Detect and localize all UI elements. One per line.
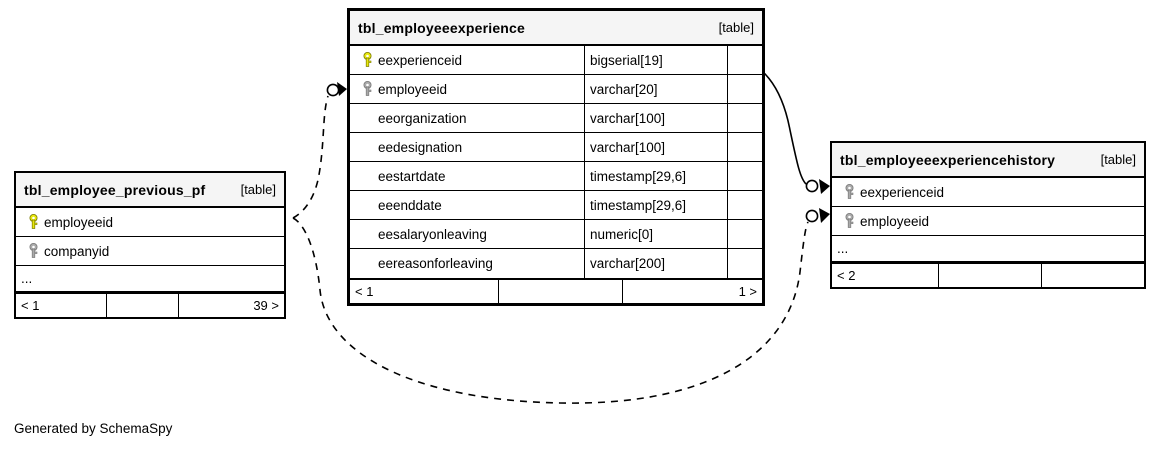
column-cell: eexperienceid — [350, 46, 584, 74]
table-tbl-employeeexperiencehistory[interactable]: tbl_employeeexperiencehistory [table] ee… — [830, 141, 1146, 289]
column-cell: employeeid — [350, 75, 584, 103]
column-name: eeenddate — [378, 197, 442, 213]
table-row[interactable]: employeeid varchar[20] — [350, 75, 762, 104]
table-header: tbl_employeeexperiencehistory [table] — [832, 143, 1144, 178]
more-columns-indicator: ... — [16, 266, 284, 292]
table-tbl-employee-previous-pf[interactable]: tbl_employee_previous_pf [table] employe… — [14, 171, 286, 319]
column-type: varchar[20] — [584, 75, 727, 103]
table-row[interactable]: eesalaryonleaving numeric[0] — [350, 220, 762, 249]
relationship-previous-pf-to-experience — [292, 95, 329, 219]
column-name: eeorganization — [378, 110, 467, 126]
column-pad — [727, 46, 762, 74]
column-cell: employeeid — [832, 207, 1144, 235]
table-type-tag: [table] — [718, 20, 754, 35]
column-cell: eedesignation — [350, 133, 584, 161]
foreign-key-icon — [838, 184, 860, 200]
primary-key-icon — [22, 214, 44, 230]
column-cell: eeorganization — [350, 104, 584, 132]
column-pad — [727, 104, 762, 132]
more-columns-indicator: ... — [832, 236, 1144, 262]
column-name: eereasonforleaving — [378, 256, 493, 271]
column-cell: employeeid — [16, 208, 284, 236]
column-type: bigserial[19] — [584, 46, 727, 74]
column-name: employeeid — [44, 214, 114, 230]
table-title: tbl_employee_previous_pf — [24, 181, 206, 198]
column-cell: eesalaryonleaving — [350, 220, 584, 248]
footer-children-count[interactable]: 1 > — [621, 280, 762, 303]
table-row[interactable]: eedesignation varchar[100] — [350, 133, 762, 162]
ellipsis-label: ... — [837, 241, 849, 256]
table-row[interactable]: eeenddate timestamp[29,6] — [350, 191, 762, 220]
ellipsis-label: ... — [21, 271, 33, 286]
column-name: employeeid — [860, 213, 930, 229]
diagram-caption: Generated by SchemaSpy — [14, 421, 173, 436]
footer-children-count[interactable]: 39 > — [178, 294, 284, 317]
column-type: varchar[200] — [584, 249, 727, 278]
column-name: eedesignation — [378, 139, 463, 155]
column-cell: eereasonforleaving — [350, 249, 584, 278]
table-type-tag: [table] — [240, 182, 276, 197]
column-name: employeeid — [378, 81, 448, 97]
table-footer: < 2 — [832, 262, 1144, 287]
table-row[interactable]: eeorganization varchar[100] — [350, 104, 762, 133]
foreign-key-icon — [838, 213, 860, 229]
column-cell: companyid — [16, 237, 284, 265]
footer-children-count[interactable] — [1041, 264, 1144, 287]
arrowhead-experience-employeeid — [337, 82, 347, 96]
column-pad — [727, 133, 762, 161]
table-row[interactable]: eexperienceid — [832, 178, 1144, 207]
footer-middle — [498, 280, 622, 303]
table-columns: employeeid companyid — [16, 208, 284, 292]
column-cell: eeenddate — [350, 191, 584, 219]
foreign-key-icon — [22, 243, 44, 259]
optional-marker-experience-employeeid — [326, 83, 340, 97]
column-type: varchar[100] — [584, 133, 727, 161]
arrowhead-history-experienceid — [819, 179, 830, 194]
column-cell: eexperienceid — [832, 178, 1144, 206]
primary-key-icon — [356, 52, 378, 68]
column-pad — [727, 162, 762, 190]
table-header: tbl_employee_previous_pf [table] — [16, 173, 284, 208]
footer-middle — [105, 294, 178, 317]
table-footer: < 1 1 > — [350, 278, 762, 303]
table-footer: < 1 39 > — [16, 292, 284, 317]
column-name: eexperienceid — [378, 52, 463, 68]
optional-marker-history-employeeid — [805, 209, 819, 223]
table-row[interactable]: eereasonforleaving varchar[200] — [350, 249, 762, 278]
footer-parents-count[interactable]: < 1 — [21, 298, 40, 313]
column-cell: eestartdate — [350, 162, 584, 190]
footer-middle — [938, 264, 1041, 287]
column-name: eexperienceid — [860, 184, 945, 200]
table-columns: eexperienceid bigserial[19] empl — [350, 46, 762, 278]
table-title: tbl_employeeexperiencehistory — [840, 151, 1056, 168]
column-name: eestartdate — [378, 168, 446, 184]
table-columns: eexperienceid employeeid — [832, 178, 1144, 262]
footer-parents-count[interactable]: < 2 — [837, 268, 856, 283]
column-type: timestamp[29,6] — [584, 162, 727, 190]
column-type: numeric[0] — [584, 220, 727, 248]
table-title: tbl_employeeexperience — [358, 19, 526, 36]
table-row[interactable]: employeeid — [832, 207, 1144, 236]
column-pad — [727, 220, 762, 248]
arrowhead-history-employeeid — [819, 208, 830, 223]
column-pad — [727, 191, 762, 219]
column-name: companyid — [44, 243, 110, 259]
table-row[interactable]: employeeid — [16, 208, 284, 237]
table-header: tbl_employeeexperience [table] — [350, 11, 762, 46]
column-name: eesalaryonleaving — [378, 226, 487, 242]
column-pad — [727, 75, 762, 103]
table-row[interactable]: companyid — [16, 237, 284, 266]
column-pad — [727, 249, 762, 278]
column-type: timestamp[29,6] — [584, 191, 727, 219]
optional-marker-history-experienceid — [805, 179, 819, 193]
table-type-tag: [table] — [1100, 152, 1136, 167]
table-tbl-employeeexperience[interactable]: tbl_employeeexperience [table] eexperien… — [347, 8, 765, 306]
table-row[interactable]: eexperienceid bigserial[19] — [350, 46, 762, 75]
column-type: varchar[100] — [584, 104, 727, 132]
table-row[interactable]: eestartdate timestamp[29,6] — [350, 162, 762, 191]
foreign-key-icon — [356, 81, 378, 97]
footer-parents-count[interactable]: < 1 — [355, 284, 374, 299]
